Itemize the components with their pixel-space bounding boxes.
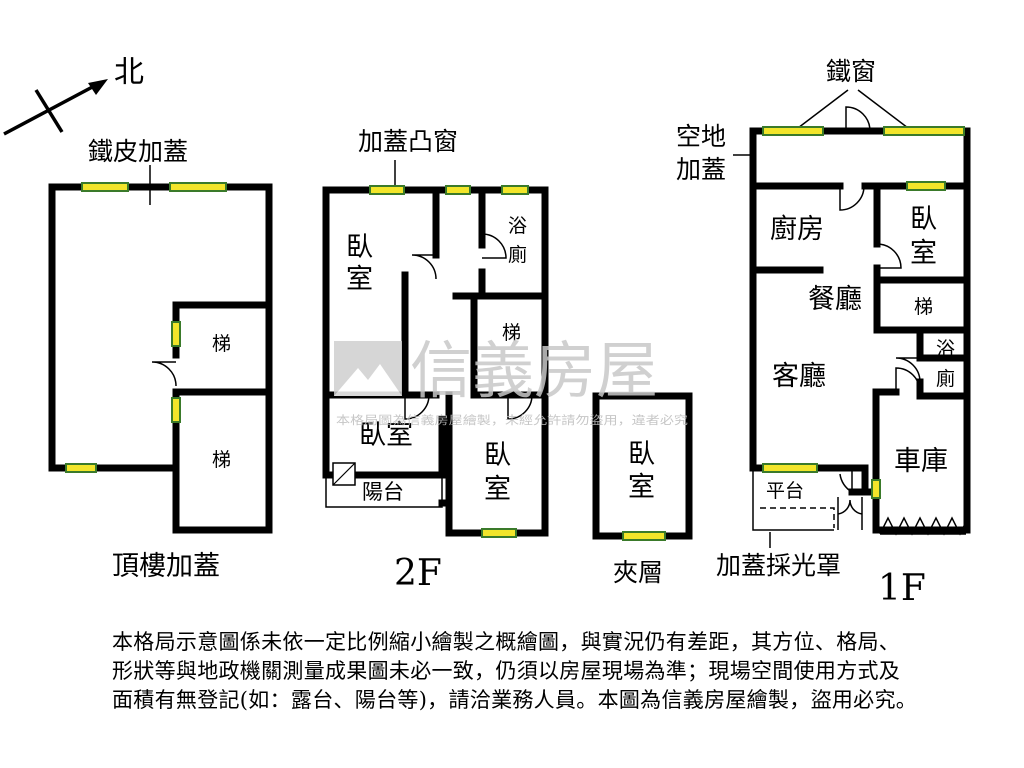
floor2-bedroom-b: 臥室 [359, 420, 413, 451]
floor1-title: 1F [878, 568, 926, 609]
floor1-garage-door [879, 516, 967, 536]
floor1-bedroom-1: 臥 [910, 204, 937, 235]
floor1-door-3 [876, 243, 902, 269]
floor1-iron-window-leader-1 [797, 89, 849, 129]
roof-stair-upper: 梯 [212, 333, 231, 355]
roof-stair-window-2 [171, 397, 181, 423]
floor2-bedroom-c-2: 室 [484, 474, 511, 505]
floor1-living: 客廳 [772, 361, 826, 392]
floor2-outline-left [322, 186, 446, 479]
roof-stair-window-1 [171, 321, 181, 347]
floor2-window-4 [481, 528, 517, 538]
floor2-balcony-fixture-mark [332, 462, 356, 486]
compass-cross [34, 89, 64, 133]
mezzanine-title: 夾層 [613, 558, 663, 587]
watermark-brand: 信義房屋 [410, 334, 658, 407]
floor1-window-4 [762, 463, 818, 473]
roof-outline [48, 183, 273, 534]
floor1-skylight: 加蓋採光罩 [716, 551, 841, 580]
floor2-window-2 [445, 185, 471, 195]
north-label: 北 [114, 55, 144, 90]
compass: 北 [3, 55, 144, 136]
floor1-bedroom-2: 室 [910, 238, 937, 269]
roof-window-2 [169, 182, 227, 192]
floor1-plan: 鐵窗 空地 加蓋 廚房 臥 室 餐廳 梯 [676, 57, 971, 609]
disclaimer-line-3: 面積有無登記(如：露台、陽台等)，請洽業務人員。本圖為信義房屋繪製，盜用必究。 [112, 688, 918, 712]
mezzanine-window [622, 531, 666, 541]
mezzanine-bedroom-1: 臥 [628, 439, 655, 470]
floor2-balcony-rail [325, 475, 443, 508]
floor1-bath-2: 廁 [936, 367, 955, 390]
floor1-window-1 [762, 126, 824, 136]
roof-window-1 [81, 182, 129, 192]
roof-door-swing [151, 361, 177, 387]
roof-plan: 鐵皮加蓋 梯 梯 頂樓加蓋 [48, 137, 273, 582]
floor2-bedroom-a-1: 臥 [346, 232, 373, 263]
watermark-line: 本格局圖為信義房屋繪製，未經允許請勿盜用，違者必究 [336, 413, 689, 427]
watermark-logo [334, 341, 402, 396]
mezzanine-plan: 臥 室 夾層 [592, 392, 693, 587]
floor1-window-5 [871, 479, 881, 499]
floor2-bath-1: 浴 [508, 215, 527, 237]
floor1-platform: 平台 [766, 480, 804, 502]
floor1-iron-window-leader-2 [857, 89, 909, 129]
floor2-bedroom-a-2: 室 [346, 264, 373, 295]
floor2-window-3 [501, 185, 529, 195]
floor2-door-3 [404, 394, 430, 420]
floor1-door-6 [839, 468, 853, 494]
floor1-door-4 [895, 357, 921, 383]
floor1-door-5 [895, 367, 921, 393]
compass-arrow-shaft [3, 82, 99, 136]
floor2-stair: 梯 [502, 322, 521, 344]
floor1-platform-edge [752, 468, 834, 531]
floor1-vacant-1: 空地 [676, 122, 726, 151]
floor2-note: 加蓋凸窗 [358, 127, 458, 156]
floor1-window-2 [883, 126, 965, 136]
floor2-bath-2: 廁 [508, 243, 527, 266]
compass-arrow-head [88, 79, 108, 95]
roof-stair-walls [172, 301, 273, 472]
floor1-entry-walls [833, 464, 880, 496]
floor1-window-3 [906, 181, 946, 191]
floor2-balcony: 陽台 [362, 480, 404, 504]
roof-window-3 [65, 463, 97, 473]
watermark: 信義房屋 本格局圖為信義房屋繪製，未經允許請勿盜用，違者必究 [334, 334, 689, 427]
disclaimer-line-2: 形狀等與地政機關測量成果圖未必一致，仍須以房屋現場為準；現場空間使用方式及 [112, 659, 901, 683]
roof-note: 鐵皮加蓋 [88, 137, 188, 166]
floor2-door-2 [481, 233, 507, 259]
floor1-kitchen: 廚房 [770, 214, 824, 245]
floor2-bedroom-c-1: 臥 [484, 440, 511, 471]
floor1-door-1 [845, 106, 871, 132]
floor1-iron-window: 鐵窗 [826, 57, 876, 86]
disclaimer: 本格局示意圖係未依一定比例縮小繪製之概繪圖，與實況仍有差距，其方位、格局、 形狀… [112, 628, 1012, 715]
mezzanine-bedroom-2: 室 [628, 472, 655, 503]
floor1-stair: 梯 [914, 296, 933, 318]
floor2-door-1 [411, 254, 437, 280]
roof-stair-lower: 梯 [212, 449, 231, 471]
floor2-title: 2F [394, 553, 442, 594]
disclaimer-line-1: 本格局示意圖係未依一定比例縮小繪製之概繪圖，與實況仍有差距，其方位、格局、 [112, 630, 901, 654]
floor1-bath-1: 浴 [936, 338, 955, 360]
floor2-door-4 [507, 394, 533, 420]
floor1-skylight-outline [760, 507, 835, 528]
floor1-door-2 [839, 185, 865, 211]
floor1-vacant-2: 加蓋 [676, 155, 726, 184]
floor1-entry-doors [837, 497, 863, 530]
floor1-garage: 車庫 [894, 446, 948, 477]
floor2-window-1 [369, 185, 405, 195]
floor1-dining: 餐廳 [808, 284, 862, 315]
roof-title: 頂樓加蓋 [112, 551, 220, 582]
